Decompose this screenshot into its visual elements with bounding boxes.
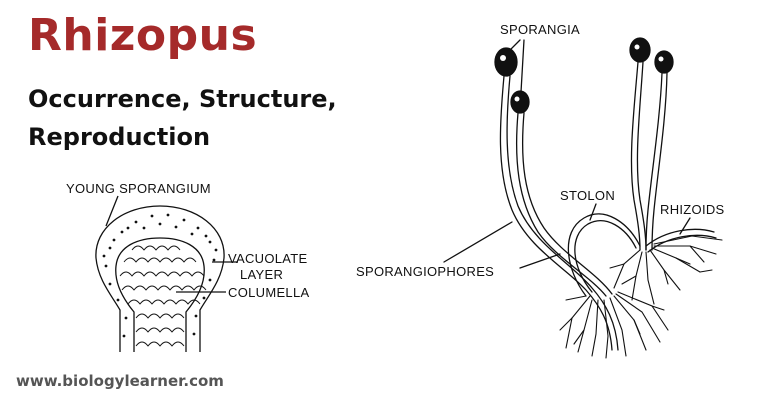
leader-rhizoids [679, 217, 691, 235]
sporangiophore [506, 75, 619, 351]
stolon [574, 220, 637, 293]
label-vacuolate: VACUOLATE [228, 251, 308, 266]
label-rhizoids: RHIZOIDS [660, 202, 725, 217]
sporangiophore [515, 112, 607, 297]
leader-stolon [589, 203, 597, 221]
subtitle-line-1: Occurrence, Structure, [28, 85, 337, 113]
sporangium-outer-wall [95, 205, 225, 352]
page-subtitle: Occurrence, Structure, Reproduction [28, 80, 337, 156]
label-stolon: STOLON [560, 188, 615, 203]
stolon [647, 234, 717, 253]
rhizoid-cluster-right [609, 235, 723, 305]
sporangiophore [636, 61, 647, 251]
label-columella: COLUMELLA [228, 285, 309, 300]
columella-cells [119, 245, 207, 347]
website-url: www.biologylearner.com [16, 372, 224, 390]
sporangiophore [521, 112, 613, 295]
sporangium-head [494, 37, 674, 114]
page-title: Rhizopus [28, 10, 258, 61]
columella-outline [115, 237, 205, 352]
sporangiophore [645, 72, 663, 251]
label-sporangiophores: SPORANGIOPHORES [356, 264, 494, 279]
sporangiophore [630, 61, 641, 251]
spore-dots [102, 213, 218, 338]
label-sporangia: SPORANGIA [500, 22, 580, 37]
sporangium-highlights [500, 44, 664, 102]
label-young-sporangium: YOUNG SPORANGIUM [66, 181, 211, 196]
sporangiophore [499, 75, 613, 351]
rhizopus-plant-figure [443, 37, 723, 359]
leader-sporangiophores [519, 253, 561, 269]
leader-young-sporangium [105, 195, 119, 227]
leader-sporangia [507, 39, 521, 53]
rhizoid-cluster-left [559, 291, 669, 359]
label-layer: LAYER [240, 267, 283, 282]
sporangiophore [651, 72, 668, 251]
leader-sporangia [520, 39, 525, 93]
stolon [567, 213, 641, 297]
stolon [645, 228, 715, 247]
leader-sporangiophores [443, 221, 513, 263]
subtitle-line-2: Reproduction [28, 123, 211, 151]
young-sporangium-figure [95, 195, 238, 352]
